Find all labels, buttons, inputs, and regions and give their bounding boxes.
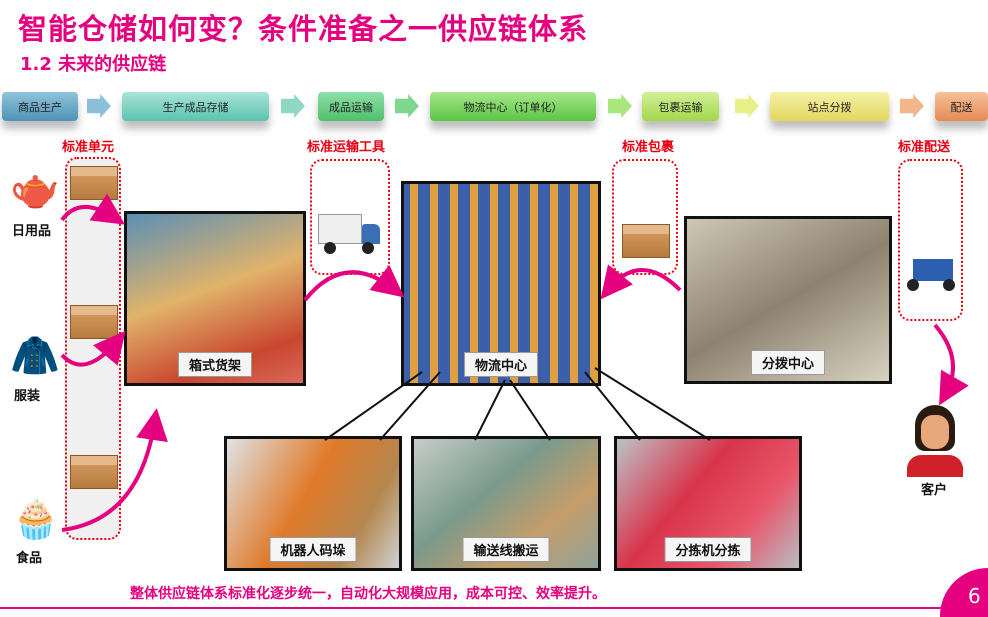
category-label: 服装 bbox=[14, 389, 41, 404]
delivery-frame bbox=[898, 159, 963, 321]
photo-caption: 箱式货架 bbox=[177, 352, 253, 377]
process-step: 成品运输 bbox=[318, 92, 384, 121]
page-number: 6 bbox=[968, 584, 981, 608]
slide-subtitle: 1.2 未来的供应链 bbox=[20, 54, 167, 75]
standard-label: 标准配送 bbox=[898, 140, 951, 155]
sorting-center-photo: 分拨中心 bbox=[684, 216, 892, 384]
process-step: 物流中心（订单化） bbox=[430, 92, 596, 121]
photo-caption: 分拣机分拣 bbox=[664, 537, 752, 562]
photo-caption: 分拨中心 bbox=[750, 350, 826, 375]
carton-box-icon bbox=[70, 455, 118, 489]
parcel-box-icon bbox=[622, 224, 670, 258]
summary-text: 整体供应链体系标准化逐步统一，自动化大规模应用，成本可控、效率提升。 bbox=[130, 586, 606, 602]
conveyor-photo: 输送线搬运 bbox=[411, 436, 601, 571]
rack-photo: 箱式货架 bbox=[124, 211, 306, 386]
photo-caption: 输送线搬运 bbox=[462, 537, 550, 562]
standard-label: 标准包裹 bbox=[622, 140, 675, 155]
process-step: 站点分拨 bbox=[770, 92, 889, 121]
standard-label: 标准单元 bbox=[62, 140, 115, 155]
process-step: 商品生产 bbox=[2, 92, 78, 121]
robot-palletizing-photo: 机器人码垛 bbox=[224, 436, 402, 571]
photo-caption: 物流中心 bbox=[463, 352, 539, 377]
photo-caption: 机器人码垛 bbox=[269, 537, 357, 562]
process-step: 配送 bbox=[935, 92, 988, 121]
process-step: 生产成品存储 bbox=[122, 92, 269, 121]
truck-icon bbox=[318, 212, 382, 256]
parcel-frame bbox=[612, 159, 678, 275]
logistics-center-photo: 物流中心 bbox=[401, 181, 601, 386]
category-label: 日用品 bbox=[12, 224, 52, 239]
tricycle-icon bbox=[903, 255, 959, 295]
customer-avatar-icon bbox=[905, 405, 965, 477]
footer-line bbox=[0, 607, 945, 609]
cupcake-icon: 🧁 bbox=[12, 497, 60, 541]
category-label: 食品 bbox=[16, 551, 43, 566]
teapot-icon: 🫖 bbox=[10, 166, 60, 212]
clothing-icon: 🧥 bbox=[10, 333, 60, 379]
sorter-photo: 分拣机分拣 bbox=[614, 436, 802, 571]
standard-label: 标准运输工具 bbox=[307, 140, 386, 155]
customer-label: 客户 bbox=[921, 483, 948, 498]
process-step: 包裹运输 bbox=[642, 92, 719, 121]
slide-title: 智能仓储如何变？条件准备之一供应链体系 bbox=[18, 12, 589, 46]
